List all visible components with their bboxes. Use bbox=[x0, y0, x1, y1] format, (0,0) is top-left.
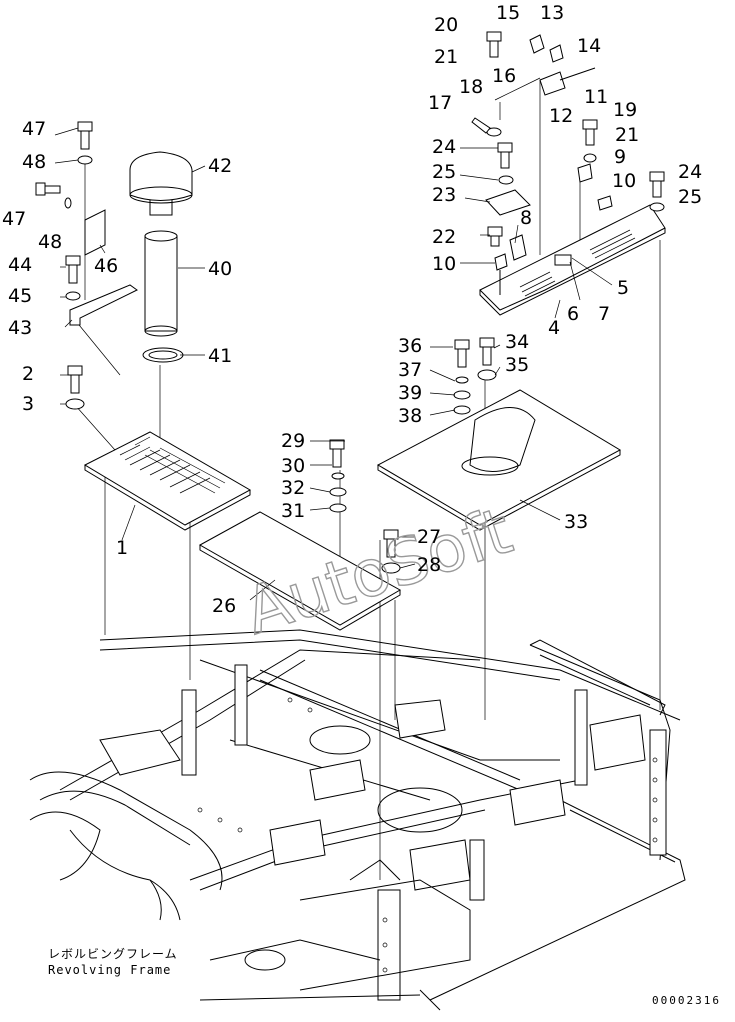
callout-24b: 24 bbox=[678, 161, 702, 183]
callout-41: 41 bbox=[208, 345, 232, 367]
frame-label-jp: レボルビングフレーム bbox=[48, 947, 178, 961]
callout-21a: 21 bbox=[434, 46, 458, 68]
callout-26: 26 bbox=[212, 595, 236, 617]
callout-8: 8 bbox=[520, 207, 532, 229]
plate-part-1 bbox=[83, 431, 252, 531]
callout-4: 4 bbox=[548, 317, 560, 339]
callout-15: 15 bbox=[496, 2, 520, 24]
precleaner-cap-42 bbox=[129, 151, 193, 216]
callout-17: 17 bbox=[428, 92, 452, 114]
callout-21b: 21 bbox=[615, 124, 639, 146]
callout-20: 20 bbox=[434, 14, 458, 36]
precleaner-tube-40 bbox=[144, 230, 178, 337]
callout-48b: 48 bbox=[38, 231, 62, 253]
callout-2: 2 bbox=[22, 363, 34, 385]
callout-36: 36 bbox=[398, 335, 422, 357]
bracket-46 bbox=[84, 209, 106, 256]
callout-42: 42 bbox=[208, 155, 232, 177]
callout-3: 3 bbox=[22, 393, 34, 415]
leader-lines bbox=[54, 127, 613, 601]
callout-6: 6 bbox=[567, 303, 579, 325]
revolving-frame bbox=[29, 629, 686, 1011]
callout-35: 35 bbox=[505, 354, 529, 376]
callout-45: 45 bbox=[8, 285, 32, 307]
gasket-41 bbox=[142, 347, 184, 363]
bracket-43 bbox=[69, 284, 138, 326]
callout-22: 22 bbox=[432, 226, 456, 248]
callout-5: 5 bbox=[617, 277, 629, 299]
callout-7: 7 bbox=[598, 303, 610, 325]
callout-16: 16 bbox=[492, 65, 516, 87]
callout-24a: 24 bbox=[432, 136, 456, 158]
callout-18: 18 bbox=[459, 76, 483, 98]
callout-33: 33 bbox=[564, 511, 588, 533]
callouts: 1 2 3 4 5 6 7 8 9 10 10 11 12 13 14 15 1… bbox=[2, 2, 702, 617]
callout-10b: 10 bbox=[432, 253, 456, 275]
bolts-left bbox=[35, 121, 93, 410]
callout-44: 44 bbox=[8, 254, 32, 276]
callout-25b: 25 bbox=[678, 186, 702, 208]
bolts-top-right bbox=[471, 31, 665, 295]
callout-38: 38 bbox=[398, 405, 422, 427]
bolts-center bbox=[329, 337, 497, 574]
callout-47b: 47 bbox=[2, 208, 26, 230]
plate-part-33 bbox=[376, 389, 622, 531]
watermark-text: AutoSoft bbox=[236, 494, 520, 649]
callout-25a: 25 bbox=[432, 161, 456, 183]
callout-13: 13 bbox=[540, 2, 564, 24]
callout-30: 30 bbox=[281, 455, 305, 477]
callout-14: 14 bbox=[577, 35, 601, 57]
callout-29: 29 bbox=[281, 430, 305, 452]
callout-12: 12 bbox=[549, 105, 573, 127]
callout-9: 9 bbox=[614, 146, 626, 168]
callout-11: 11 bbox=[584, 86, 608, 108]
callout-46: 46 bbox=[94, 255, 118, 277]
cover-part-4 bbox=[479, 204, 666, 316]
callout-39: 39 bbox=[398, 382, 422, 404]
callout-47a: 47 bbox=[22, 118, 46, 140]
callout-1: 1 bbox=[116, 537, 128, 559]
frame-label-en: Revolving Frame bbox=[48, 963, 172, 977]
frame-label: レボルビングフレーム Revolving Frame bbox=[48, 946, 178, 978]
callout-28: 28 bbox=[417, 554, 441, 576]
callout-48a: 48 bbox=[22, 151, 46, 173]
callout-43: 43 bbox=[8, 317, 32, 339]
callout-32: 32 bbox=[281, 477, 305, 499]
callout-34: 34 bbox=[505, 331, 529, 353]
callout-19: 19 bbox=[613, 99, 637, 121]
callout-27: 27 bbox=[417, 526, 441, 548]
callout-31: 31 bbox=[281, 500, 305, 522]
callout-23: 23 bbox=[432, 184, 456, 206]
drawing-number: 00002316 bbox=[652, 994, 721, 1007]
plate-part-26 bbox=[198, 511, 402, 631]
callout-10a: 10 bbox=[612, 170, 636, 192]
callout-37: 37 bbox=[398, 359, 422, 381]
callout-40: 40 bbox=[208, 258, 232, 280]
